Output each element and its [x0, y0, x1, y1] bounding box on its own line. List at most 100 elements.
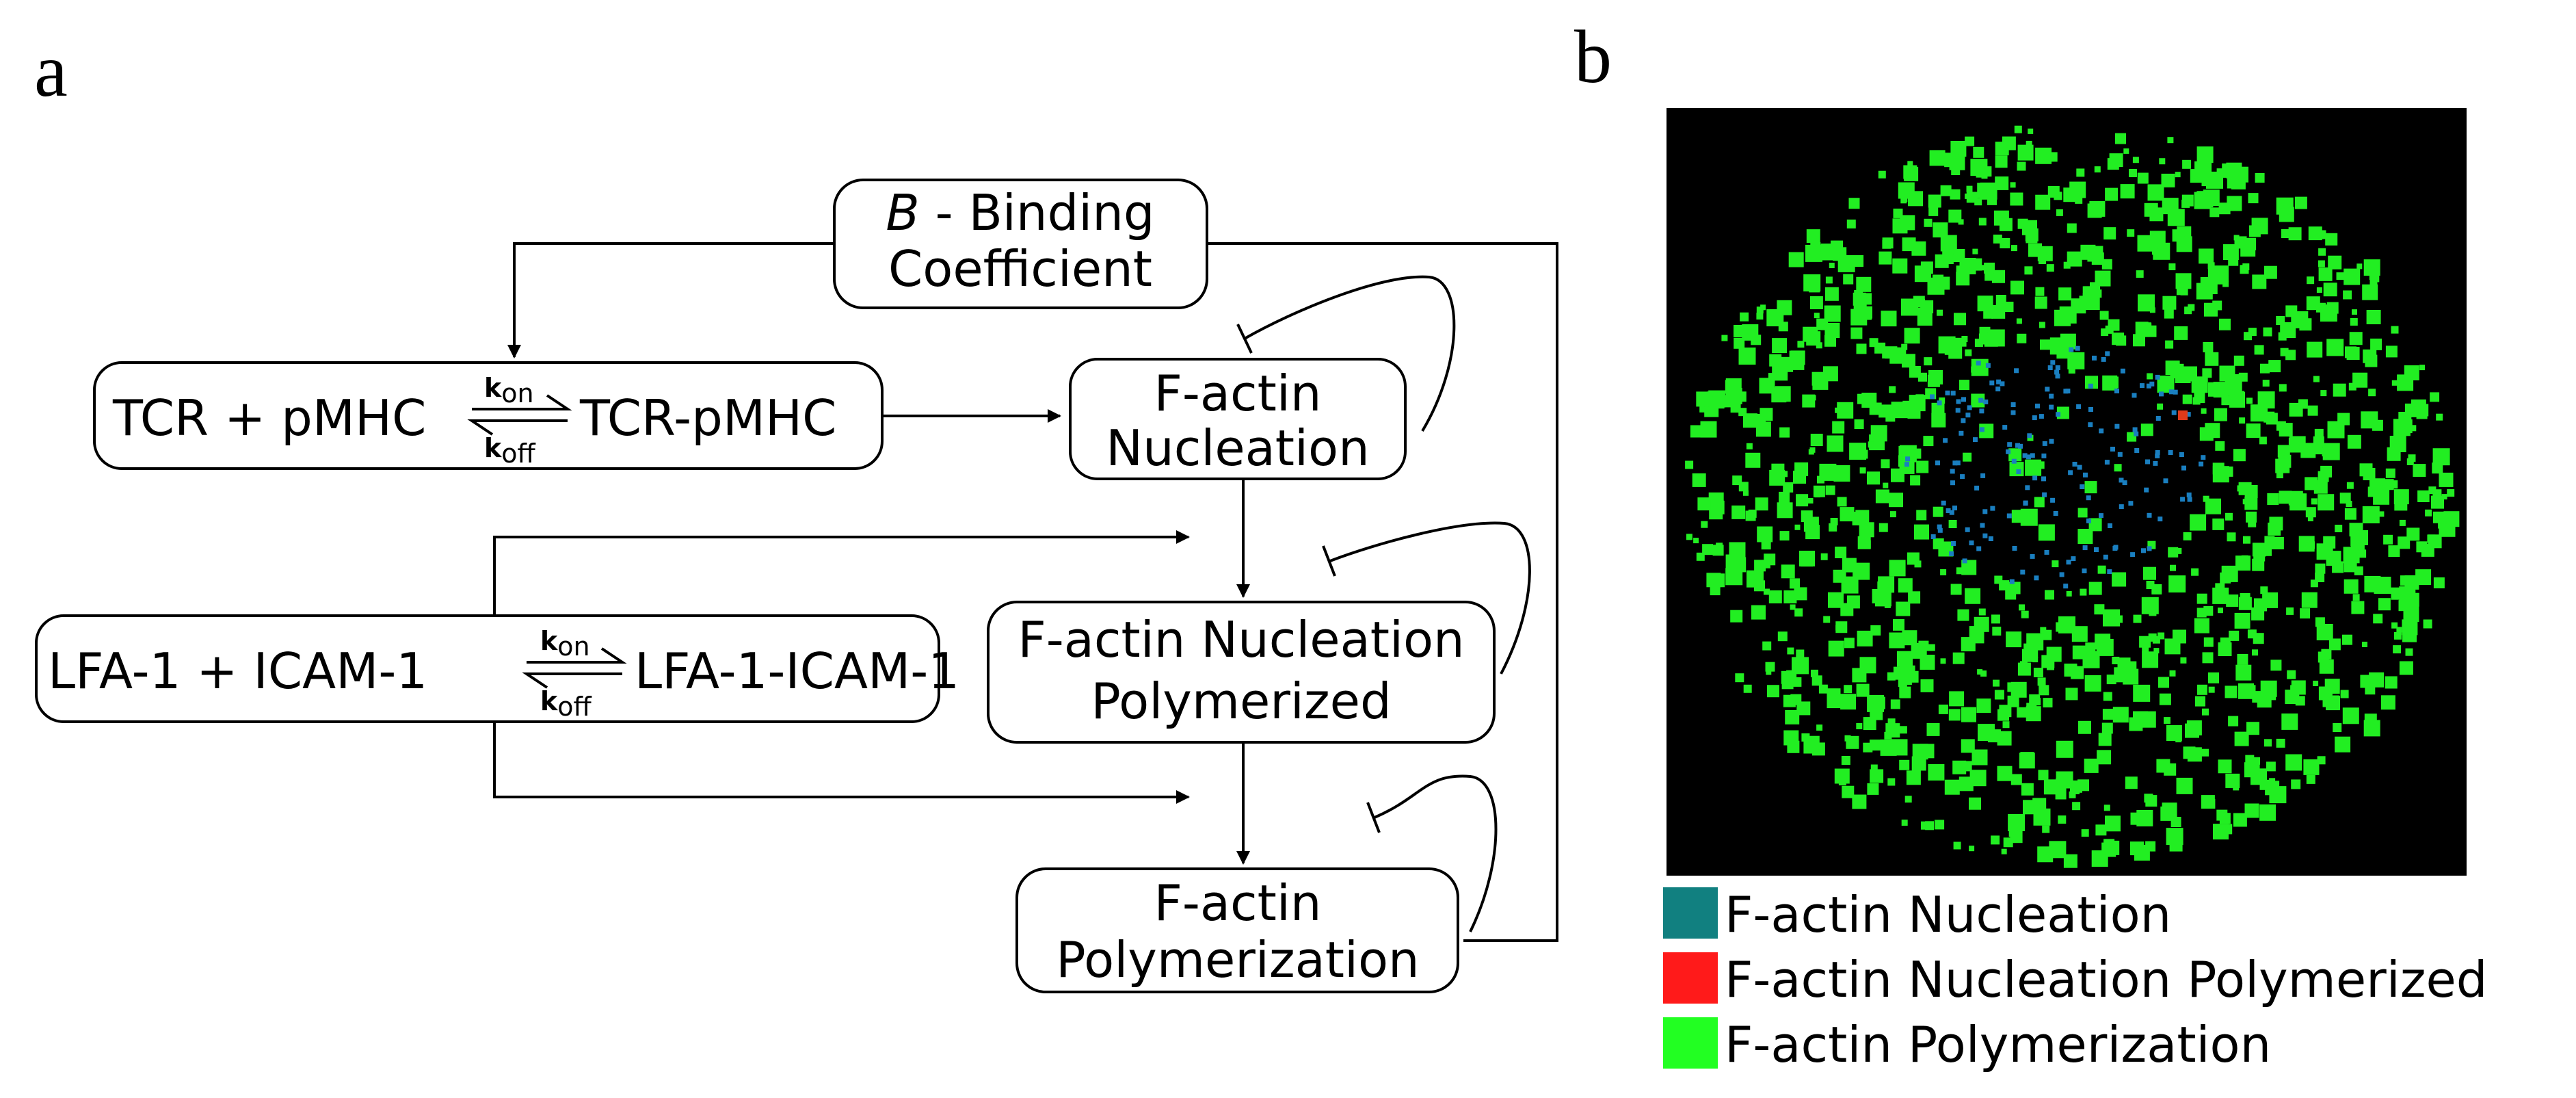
particle: [2248, 193, 2259, 204]
particle: [2139, 711, 2156, 728]
particle: [2269, 517, 2283, 531]
particle: [2014, 368, 2019, 374]
particle: [1899, 665, 1915, 681]
particle: [1838, 778, 1846, 785]
particle: [2242, 499, 2248, 505]
particle: [1765, 662, 1775, 672]
particle: [2348, 382, 2356, 391]
particle: [2252, 558, 2265, 571]
particle: [2222, 466, 2233, 477]
particle: [2403, 606, 2419, 622]
particle: [2136, 810, 2153, 826]
particle: [1767, 685, 1779, 698]
particle: [2141, 548, 2146, 553]
particle: [2362, 506, 2380, 523]
particle: [2221, 395, 2231, 406]
particle: [2017, 707, 2028, 718]
particle: [2354, 566, 2363, 575]
particle: [2252, 274, 2267, 289]
particle: [1907, 406, 1921, 419]
lfa-reverse-arrow: [522, 672, 622, 689]
particle: [1790, 604, 1796, 610]
particle: [2035, 287, 2045, 296]
particle: [1980, 670, 1987, 677]
particle: [1881, 311, 1897, 327]
particle: [2063, 261, 2071, 269]
particle: [1965, 349, 1972, 356]
particle: [2136, 270, 2144, 278]
particle: [1706, 573, 1721, 588]
particle: [2082, 651, 2100, 668]
particle: [1725, 554, 1742, 571]
particle: [1933, 506, 1943, 517]
particle: [2170, 817, 2181, 827]
particle: [2234, 731, 2249, 746]
particle: [2080, 588, 2087, 596]
particle: [2122, 480, 2127, 486]
particle: [2112, 707, 2129, 723]
particle: [1978, 333, 1990, 345]
particle: [1837, 497, 1847, 507]
particle: [2382, 485, 2389, 493]
particle: [2183, 532, 2192, 540]
particle: [2311, 766, 2320, 775]
particle: [1996, 379, 2002, 384]
particle: [2045, 590, 2054, 600]
particle: [2084, 481, 2097, 494]
particle: [2226, 594, 2239, 607]
particle: [2094, 547, 2099, 552]
particle: [2402, 627, 2417, 642]
particle: [2221, 565, 2238, 582]
particle: [2105, 351, 2110, 356]
particle: [1734, 325, 1746, 337]
particle: [1781, 677, 1794, 690]
particle: [1795, 679, 1801, 685]
lfa-to-polymerization-connector: [493, 722, 1190, 804]
particle: [1878, 251, 1892, 265]
particle: [2077, 508, 2088, 518]
particle: [2246, 722, 2259, 735]
polymerization-self-inhibition: [1366, 774, 1498, 932]
particle: [2294, 196, 2307, 209]
tcr-koff-sub: off: [501, 439, 535, 469]
legend-swatch-polymerization: [1663, 1017, 1718, 1069]
particle: [1725, 378, 1742, 394]
particle: [2184, 306, 2192, 315]
particle: [2045, 387, 2050, 392]
particle: [2206, 171, 2223, 189]
particle: [1743, 490, 1749, 496]
particle: [2399, 661, 2413, 675]
particle: [1878, 523, 1888, 532]
particle: [2000, 381, 2005, 387]
particle: [1918, 646, 1926, 654]
particle: [2227, 532, 2236, 542]
particle: [1977, 296, 1993, 312]
particle: [1982, 533, 1988, 538]
particle: [1978, 218, 1987, 226]
particle: [2343, 579, 2359, 594]
particle: [1755, 497, 1768, 511]
particle: [2174, 326, 2188, 340]
particle: [2326, 551, 2341, 566]
particle: [1935, 460, 1940, 466]
particle: [2159, 391, 2164, 397]
particle: [2019, 661, 2028, 669]
particle: [2142, 645, 2149, 653]
particle: [1901, 298, 1918, 316]
particle: [2228, 255, 2239, 266]
particle: [1911, 756, 1926, 771]
particle: [2254, 345, 2264, 355]
particle: [1857, 393, 1868, 404]
particle: [1933, 538, 1944, 549]
particle: [2065, 688, 2078, 701]
particle: [1840, 507, 1855, 522]
particle: [2196, 684, 2207, 695]
particle: [2101, 722, 2113, 734]
particle: [1933, 222, 1948, 238]
particle: [2040, 627, 2047, 633]
lfa-to-nucleation-connector: [493, 530, 1190, 616]
particle: [2313, 681, 2319, 686]
particle: [1923, 436, 1934, 447]
particle: [2101, 356, 2106, 362]
particle: [1983, 400, 1989, 404]
